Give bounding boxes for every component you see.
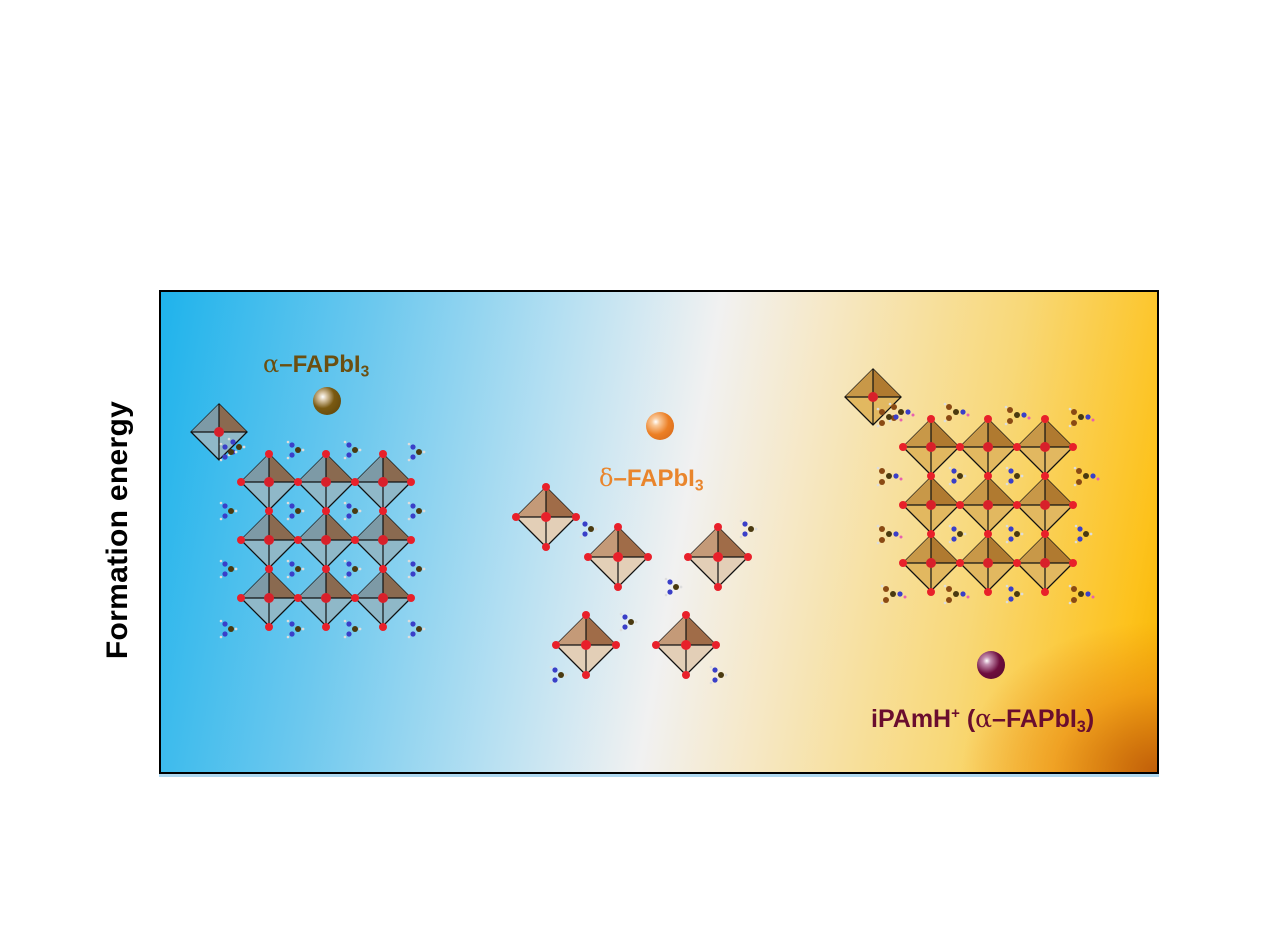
ipam-alpha-fapbi3-label: iPAmH+ (α–FAPbI3) <box>871 704 1095 736</box>
alpha-energy-marker-icon <box>313 387 341 415</box>
delta-energy-marker-icon <box>646 412 674 440</box>
delta-fapbi3-label: δ–FAPbI3 <box>599 464 704 495</box>
energy-diagram-panel: α–FAPbI3 <box>159 290 1159 774</box>
y-axis-label: Formation energy <box>101 400 134 660</box>
ipam-lattice-icon <box>844 368 1100 605</box>
alpha-lattice-icon <box>190 403 426 639</box>
delta-octahedra-icon <box>512 483 758 685</box>
alpha-fapbi3-label: α–FAPbI3 <box>263 350 370 381</box>
ipam-energy-marker-icon <box>977 651 1005 679</box>
